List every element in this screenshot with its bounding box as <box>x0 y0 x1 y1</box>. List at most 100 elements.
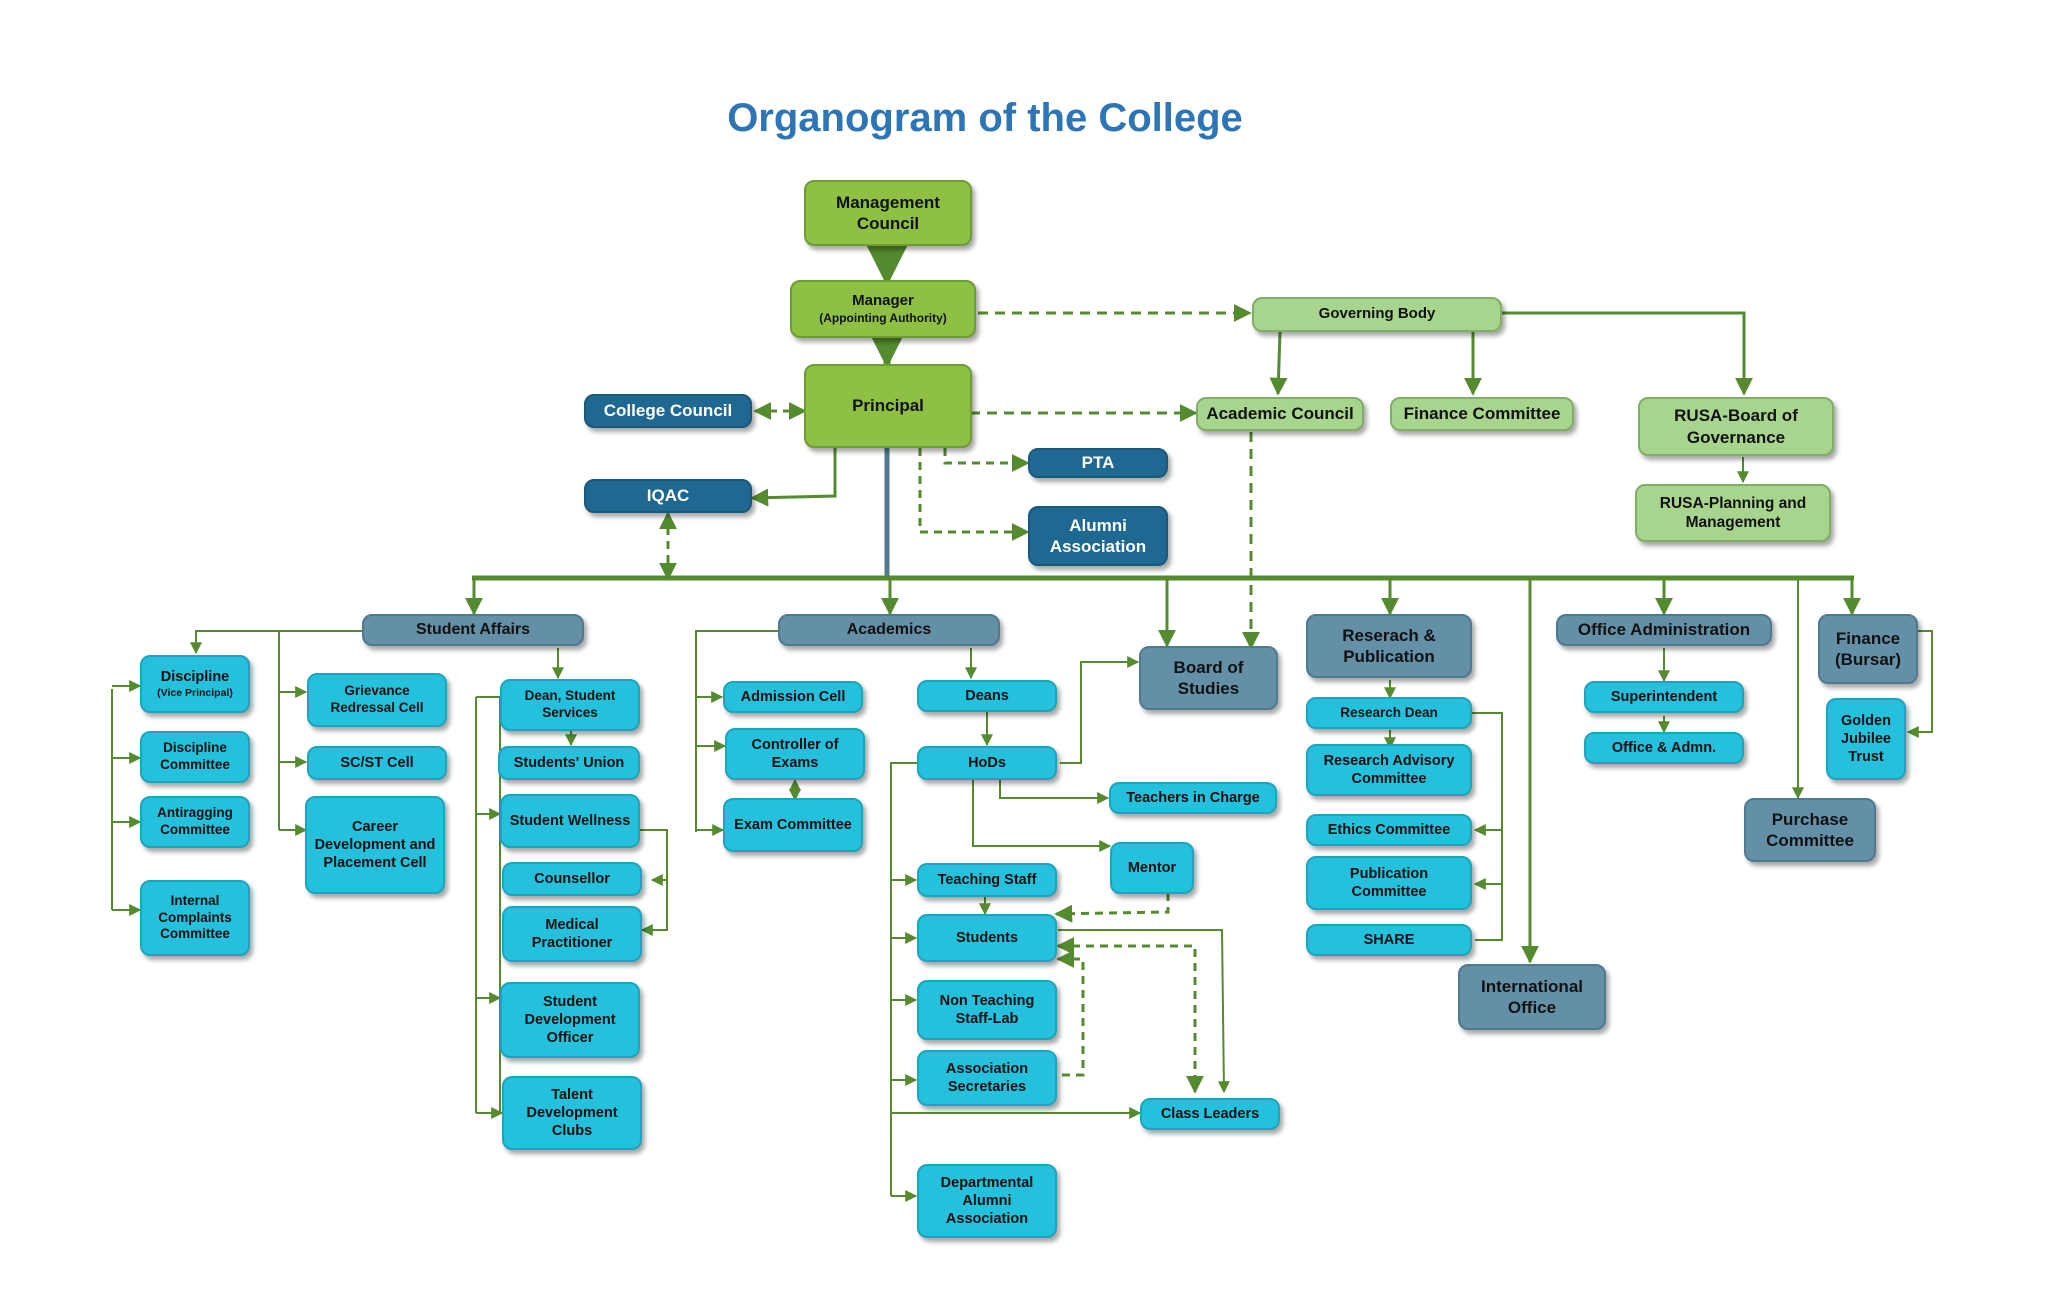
research-dean-node: Research Dean <box>1306 697 1472 729</box>
college-council-label: College Council <box>603 401 733 421</box>
medical-practitioner-label: Medical Practitioner <box>531 916 613 951</box>
scst-cell-node: SC/ST Cell <box>307 746 447 780</box>
discipline-node: Discipline (Vice Principal) <box>140 655 250 713</box>
discipline-sub-label: (Vice Principal) <box>157 686 233 699</box>
medical-practitioner-node: Medical Practitioner <box>502 906 642 962</box>
non-teaching-staff-node: Non Teaching Staff-Lab <box>917 980 1057 1040</box>
student-development-officer-label: Student Development Officer <box>524 993 616 1047</box>
ethics-committee-label: Ethics Committee <box>1327 821 1451 838</box>
career-cell-label: Career Development and Placement Cell <box>314 818 436 872</box>
dean-student-services-node: Dean, Student Services <box>500 679 640 731</box>
office-administration-label: Office Administration <box>1577 620 1751 640</box>
internal-complaints-node: Internal Complaints Committee <box>140 880 250 956</box>
scst-cell-label: SC/ST Cell <box>340 754 414 771</box>
office-admn-node: Office & Admn. <box>1584 732 1744 764</box>
teachers-in-charge-label: Teachers in Charge <box>1126 789 1260 806</box>
finance-bursar-label: Finance (Bursar) <box>1834 628 1902 669</box>
governing-body-node: Governing Body <box>1252 297 1502 332</box>
board-of-studies-label: Board of Studies <box>1173 657 1244 698</box>
management-council-node: Management Council <box>804 180 972 246</box>
talent-clubs-node: Talent Development Clubs <box>502 1076 642 1150</box>
research-publication-label: Reserach & Publication <box>1342 625 1436 666</box>
non-teaching-staff-label: Non Teaching Staff-Lab <box>939 992 1035 1027</box>
exam-committee-node: Exam Committee <box>723 798 863 852</box>
deans-label: Deans <box>965 687 1009 704</box>
association-secretaries-label: Association Secretaries <box>945 1060 1029 1095</box>
discipline-label: Discipline <box>160 669 230 686</box>
class-leaders-node: Class Leaders <box>1140 1098 1280 1130</box>
rusa-planning-node: RUSA-Planning and Management <box>1635 484 1831 542</box>
students-union-label: Students' Union <box>513 754 625 771</box>
international-office-label: International Office <box>1480 976 1583 1017</box>
teachers-in-charge-node: Teachers in Charge <box>1109 782 1277 814</box>
board-of-studies-node: Board of Studies <box>1139 646 1278 710</box>
counsellor-label: Counsellor <box>534 870 610 887</box>
departmental-alumni-node: Departmental Alumni Association <box>917 1164 1057 1238</box>
academics-node: Academics <box>778 614 1000 646</box>
academic-council-node: Academic Council <box>1196 397 1364 431</box>
grievance-cell-label: Grievance Redressal Cell <box>330 683 424 715</box>
internal-complaints-label: Internal Complaints Committee <box>158 892 232 942</box>
publication-committee-node: Publication Committee <box>1306 856 1472 910</box>
deans-node: Deans <box>917 680 1057 712</box>
college-council-node: College Council <box>584 394 752 428</box>
antiragging-committee-node: Antiragging Committee <box>140 796 250 848</box>
dean-student-services-label: Dean, Student Services <box>524 688 616 720</box>
hods-label: HoDs <box>968 754 1006 771</box>
manager-sub-label: (Appointing Authority) <box>819 310 947 325</box>
student-development-officer-node: Student Development Officer <box>500 982 640 1058</box>
rusa-board-node: RUSA-Board of Governance <box>1638 397 1834 456</box>
manager-node: Manager (Appointing Authority) <box>790 280 976 338</box>
research-publication-node: Reserach & Publication <box>1306 614 1472 678</box>
student-affairs-label: Student Affairs <box>415 621 531 638</box>
iqac-label: IQAC <box>646 486 690 506</box>
discipline-committee-node: Discipline Committee <box>140 731 250 783</box>
admission-cell-label: Admission Cell <box>740 688 846 705</box>
antiragging-committee-label: Antiragging Committee <box>157 805 233 837</box>
controller-exams-label: Controller of Exams <box>751 736 839 771</box>
association-secretaries-node: Association Secretaries <box>917 1050 1057 1106</box>
students-node: Students <box>917 914 1057 962</box>
superintendent-node: Superintendent <box>1584 681 1744 713</box>
finance-committee-node: Finance Committee <box>1390 397 1574 431</box>
pta-label: PTA <box>1081 453 1115 473</box>
counsellor-node: Counsellor <box>502 862 642 896</box>
international-office-node: International Office <box>1458 964 1606 1030</box>
mentor-label: Mentor <box>1127 859 1177 876</box>
students-label: Students <box>955 929 1019 946</box>
departmental-alumni-label: Departmental Alumni Association <box>940 1174 1034 1228</box>
discipline-committee-label: Discipline Committee <box>160 740 230 772</box>
pta-node: PTA <box>1028 448 1168 478</box>
career-cell-node: Career Development and Placement Cell <box>305 796 445 894</box>
research-advisory-node: Research Advisory Committee <box>1306 744 1472 796</box>
golden-jubilee-trust-label: Golden Jubilee Trust <box>1841 712 1891 766</box>
finance-bursar-node: Finance (Bursar) <box>1818 614 1918 684</box>
management-council-label: Management Council <box>836 192 940 233</box>
class-leaders-label: Class Leaders <box>1160 1105 1260 1122</box>
office-administration-node: Office Administration <box>1556 614 1772 646</box>
mentor-node: Mentor <box>1110 842 1194 894</box>
principal-node: Principal <box>804 364 972 448</box>
share-node: SHARE <box>1306 924 1472 956</box>
research-advisory-label: Research Advisory Committee <box>1323 752 1455 787</box>
finance-committee-label: Finance Committee <box>1403 404 1561 424</box>
teaching-staff-node: Teaching Staff <box>917 863 1057 897</box>
purchase-committee-label: Purchase Committee <box>1766 809 1854 850</box>
page-title: Organogram of the College <box>727 96 1243 140</box>
principal-label: Principal <box>852 396 924 416</box>
rusa-planning-label: RUSA-Planning and Management <box>1659 494 1807 531</box>
student-wellness-node: Student Wellness <box>500 794 640 848</box>
student-wellness-label: Student Wellness <box>509 812 631 829</box>
academic-council-label: Academic Council <box>1206 404 1354 424</box>
governing-body-label: Governing Body <box>1318 305 1436 323</box>
hods-node: HoDs <box>917 746 1057 780</box>
rusa-board-label: RUSA-Board of Governance <box>1674 406 1798 447</box>
ethics-committee-node: Ethics Committee <box>1306 814 1472 846</box>
alumni-association-node: Alumni Association <box>1028 506 1168 566</box>
office-admn-label: Office & Admn. <box>1611 739 1717 756</box>
manager-label: Manager <box>852 292 914 310</box>
admission-cell-node: Admission Cell <box>723 681 863 713</box>
grievance-cell-node: Grievance Redressal Cell <box>307 673 447 727</box>
exam-committee-label: Exam Committee <box>734 816 852 833</box>
golden-jubilee-trust-node: Golden Jubilee Trust <box>1826 698 1906 780</box>
